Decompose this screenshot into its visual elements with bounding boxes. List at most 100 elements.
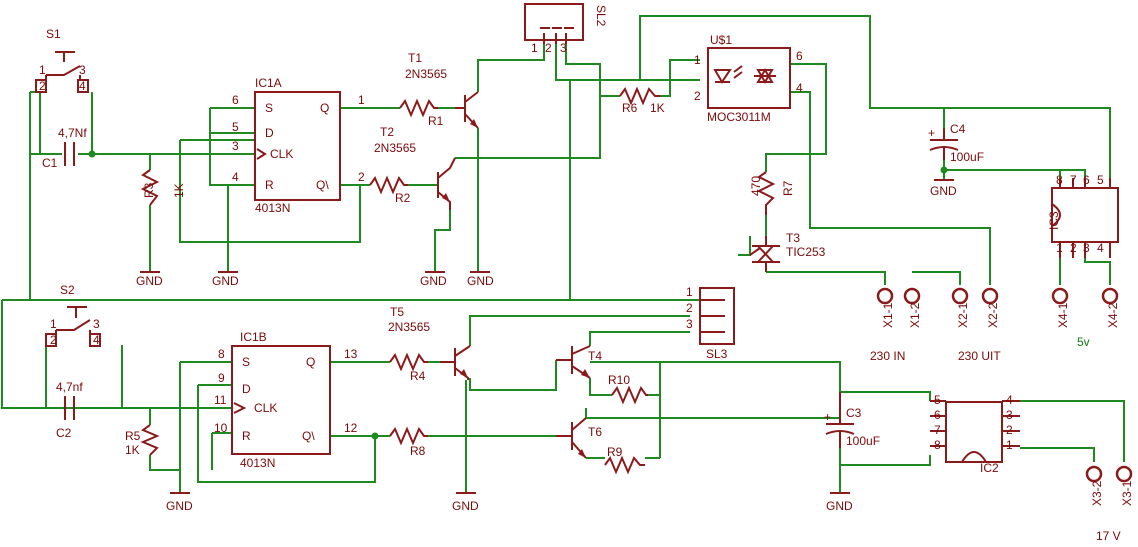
svg-text:9: 9 [218, 371, 225, 385]
svg-text:8: 8 [934, 438, 941, 452]
svg-text:2: 2 [39, 79, 46, 93]
resistor-r3: R3 1K [140, 169, 186, 206]
svg-text:MOC3011M: MOC3011M [707, 110, 771, 124]
svg-text:4: 4 [232, 170, 239, 184]
svg-text:11: 11 [214, 393, 227, 407]
svg-text:7: 7 [1070, 173, 1077, 187]
svg-text:2N3565: 2N3565 [374, 141, 416, 155]
svg-text:X1-2: X1-2 [908, 302, 922, 328]
gnd-symbols: GND GND GND GND GND GND GND GND [136, 179, 957, 513]
svg-text:X4-1: X4-1 [1056, 302, 1070, 328]
ic2: IC2 5 6 7 8 4 3 2 1 [930, 393, 1020, 475]
svg-text:3: 3 [79, 63, 86, 77]
svg-text:GND: GND [420, 274, 447, 288]
svg-text:R: R [242, 429, 251, 443]
transistor-t4: T4 [556, 345, 602, 379]
pads: X1-1 X1-2 X2-1 X2-2 X4-1 X4-2 X3-2 X3-1 [876, 287, 1134, 506]
svg-text:4013N: 4013N [240, 456, 275, 470]
svg-text:S2: S2 [60, 283, 75, 297]
svg-text:C2: C2 [56, 426, 72, 440]
svg-text:GND: GND [136, 274, 163, 288]
svg-text:T6: T6 [588, 425, 602, 439]
svg-text:R9: R9 [607, 445, 623, 459]
svg-text:4: 4 [1006, 393, 1013, 407]
svg-text:T4: T4 [588, 349, 602, 363]
svg-text:12: 12 [344, 421, 358, 435]
c1-value: 4,7Nf [58, 126, 87, 140]
connector-sl2: SL2 1 2 3 [524, 3, 608, 55]
svg-text:4,7nf: 4,7nf [56, 380, 83, 394]
ic3: IC3 8 7 6 5 1 2 3 4 [1047, 173, 1119, 258]
svg-text:GND: GND [467, 274, 494, 288]
resistor-r4: R4 [389, 352, 428, 383]
svg-text:1: 1 [531, 41, 538, 55]
svg-text:10: 10 [214, 421, 228, 435]
svg-text:SL3: SL3 [706, 347, 728, 361]
svg-text:3: 3 [232, 139, 239, 153]
svg-text:IC2: IC2 [980, 461, 999, 475]
svg-text:5: 5 [232, 120, 239, 134]
resistor-r9: R9 [604, 445, 645, 475]
svg-text:GND: GND [166, 499, 193, 513]
connector-sl3: SL3 1 2 3 [686, 285, 735, 361]
svg-text:4: 4 [796, 81, 803, 95]
svg-text:T2: T2 [380, 125, 394, 139]
svg-text:2: 2 [1006, 423, 1013, 437]
resistor-r10: R10 [608, 373, 648, 405]
svg-text:6: 6 [934, 408, 941, 422]
transistor-t6: T6 [556, 417, 602, 459]
label-5v: 5v [1077, 335, 1090, 349]
svg-text:1: 1 [686, 285, 693, 299]
svg-text:8: 8 [1056, 173, 1063, 187]
svg-text:1: 1 [50, 317, 57, 331]
svg-text:470: 470 [749, 176, 763, 196]
ic1a: IC1A 4013N S D CLK R Q Q\ 6 5 3 4 1 2 [232, 76, 365, 215]
svg-text:X2-2: X2-2 [986, 302, 1000, 328]
svg-text:5: 5 [934, 393, 941, 407]
svg-text:3: 3 [1083, 241, 1090, 255]
svg-text:TIC253: TIC253 [786, 245, 826, 259]
capacitor-c2: 4,7nf C2 [56, 380, 83, 440]
svg-text:R8: R8 [410, 444, 426, 458]
svg-text:IC3: IC3 [1047, 211, 1061, 230]
triac-t3: T3 TIC253 [749, 231, 826, 272]
svg-text:X3-2: X3-2 [1090, 480, 1104, 506]
r3-value: 1K [172, 183, 186, 198]
svg-text:4: 4 [1097, 241, 1104, 255]
r3-label: R3 [142, 182, 156, 198]
svg-text:CLK: CLK [270, 147, 293, 161]
label-17v: 17 V [1096, 529, 1121, 543]
svg-text:Q\: Q\ [302, 429, 315, 443]
svg-text:1: 1 [358, 93, 365, 107]
svg-text:7: 7 [934, 423, 941, 437]
svg-text:2: 2 [1070, 241, 1077, 255]
capacitor-c1: 4,7Nf C1 [42, 126, 87, 170]
svg-text:1K: 1K [650, 101, 665, 115]
svg-text:T3: T3 [786, 231, 800, 245]
svg-text:100uF: 100uF [846, 434, 880, 448]
svg-text:2: 2 [694, 89, 701, 103]
svg-text:GND: GND [826, 499, 853, 513]
svg-text:+: + [928, 126, 935, 140]
svg-text:2: 2 [358, 170, 365, 184]
optocoupler-u1: U$1 MOC3011M 1 2 6 4 [694, 33, 803, 124]
svg-text:1K: 1K [125, 443, 140, 457]
transistor-t2: T2 2N3565 [374, 125, 456, 210]
svg-text:D: D [265, 126, 274, 140]
svg-text:2N3565: 2N3565 [388, 320, 430, 334]
svg-text:D: D [242, 382, 251, 396]
label-230-uit: 230 UIT [958, 349, 1001, 363]
svg-text:GND: GND [452, 499, 479, 513]
svg-text:2: 2 [545, 41, 552, 55]
svg-text:T1: T1 [408, 51, 422, 65]
svg-text:S: S [265, 101, 273, 115]
svg-text:4: 4 [93, 333, 100, 347]
svg-text:8: 8 [218, 347, 225, 361]
resistor-r6: R6 1K [619, 86, 665, 115]
transistor-t5: T5 2N3565 [388, 305, 471, 380]
svg-text:C3: C3 [846, 406, 862, 420]
wires [1, 15, 1125, 493]
svg-text:100uF: 100uF [950, 150, 984, 164]
svg-text:1: 1 [39, 63, 46, 77]
